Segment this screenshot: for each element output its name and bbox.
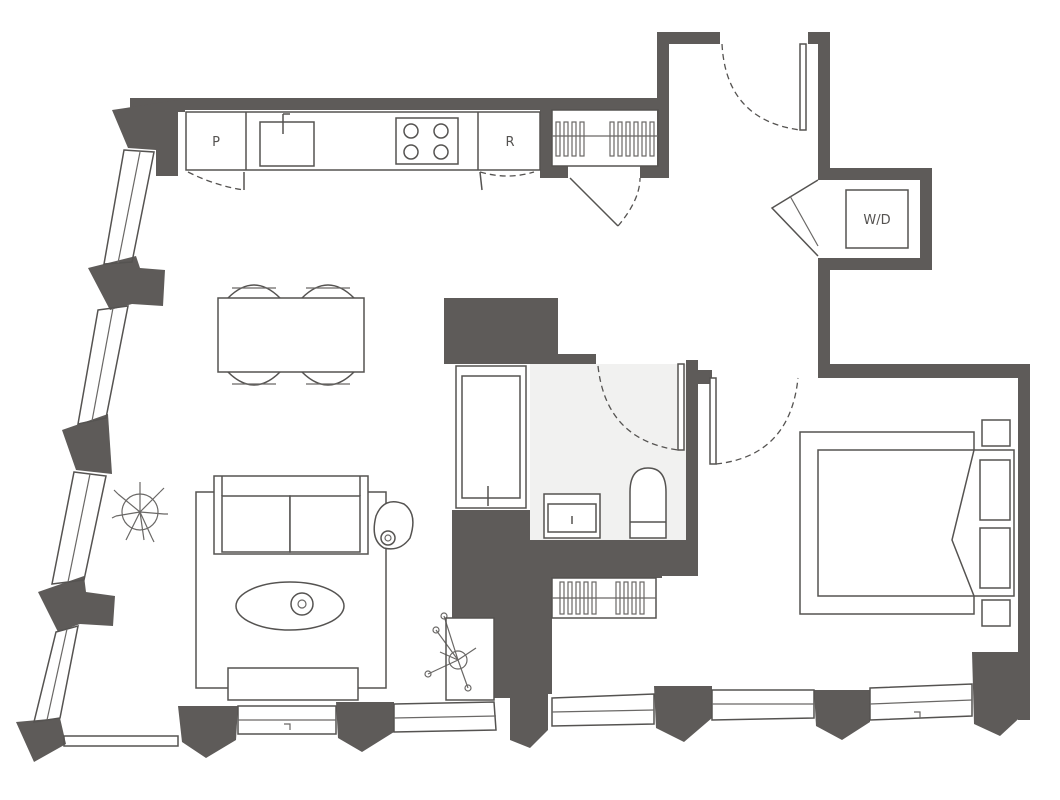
- dining-chair: [301, 371, 355, 386]
- wall-pier-sw: [16, 718, 66, 762]
- window-south-6: [869, 683, 973, 721]
- entry-door-leaf[interactable]: [799, 43, 807, 131]
- window-south-2: [237, 705, 337, 735]
- bed: [799, 419, 1015, 627]
- wall-pier-s1: [178, 706, 238, 758]
- refrigerator-label: R: [505, 135, 514, 150]
- wall-bath-right-jamb: [698, 370, 712, 384]
- wall-pier-s2: [336, 702, 394, 752]
- wall-pier-nw: [112, 100, 178, 176]
- kitchen-counter: [185, 111, 541, 171]
- plant-icon: [424, 612, 477, 692]
- bathroom-door-leaf[interactable]: [677, 363, 685, 451]
- media-console: [227, 667, 359, 701]
- wall-north: [130, 98, 665, 112]
- closet-door-leaf: [569, 177, 619, 227]
- window-west-2: [77, 305, 129, 425]
- sofa: [213, 475, 369, 555]
- bedroom-door-leaf[interactable]: [709, 377, 717, 465]
- dining-chair: [227, 371, 281, 386]
- kitchen-sink: [259, 121, 315, 167]
- coffee-table: [235, 581, 345, 631]
- nightstand: [981, 599, 1011, 627]
- window-south-3: [393, 701, 497, 733]
- wall-pier-w2: [62, 414, 112, 474]
- window-south-1: [63, 735, 179, 747]
- kitchen: P R: [185, 111, 541, 191]
- washer-dryer: [845, 189, 909, 249]
- entry-door: [721, 43, 807, 131]
- wall-bath-core: [444, 298, 698, 748]
- wall-pier-w1: [88, 256, 165, 310]
- wall-entry-right: [808, 32, 932, 368]
- wall-pier-s3: [654, 686, 712, 742]
- wall-pier-s4: [814, 690, 870, 740]
- pillow: [979, 459, 1011, 521]
- hangers-closet: [555, 121, 655, 157]
- window-west-4: [33, 624, 79, 723]
- living-area: [111, 475, 414, 701]
- wall-pier-w3: [38, 576, 115, 632]
- window-south-5: [711, 689, 815, 721]
- wall-entry-left: [640, 32, 720, 178]
- side-table: [373, 501, 414, 550]
- dining-chair: [227, 284, 281, 299]
- pillow: [979, 527, 1011, 589]
- laundry-closet: W/D: [770, 179, 909, 257]
- dining-table: [217, 297, 365, 373]
- bathroom: [455, 363, 686, 540]
- nightstand: [981, 419, 1011, 447]
- plant-icon: [111, 482, 168, 543]
- plant-stand: [445, 617, 495, 701]
- window-south-4: [551, 693, 655, 727]
- coat-closet: [551, 109, 659, 227]
- cooktop: [395, 117, 459, 165]
- window-west-3: [51, 471, 107, 585]
- windows: [33, 149, 973, 747]
- window-west-1: [103, 149, 155, 265]
- pantry-label: P: [212, 135, 220, 150]
- dining-set: [217, 284, 365, 386]
- bedroom-door: [709, 377, 799, 465]
- bathtub: [455, 365, 527, 509]
- bedroom-wardrobe: [551, 577, 657, 619]
- dining-chair: [301, 284, 355, 299]
- wall-pier-se: [972, 652, 1028, 736]
- toilet: [629, 467, 667, 539]
- wall-closet: [540, 108, 568, 178]
- walls: [16, 32, 1030, 762]
- washer-dryer-label: W/D: [863, 213, 890, 228]
